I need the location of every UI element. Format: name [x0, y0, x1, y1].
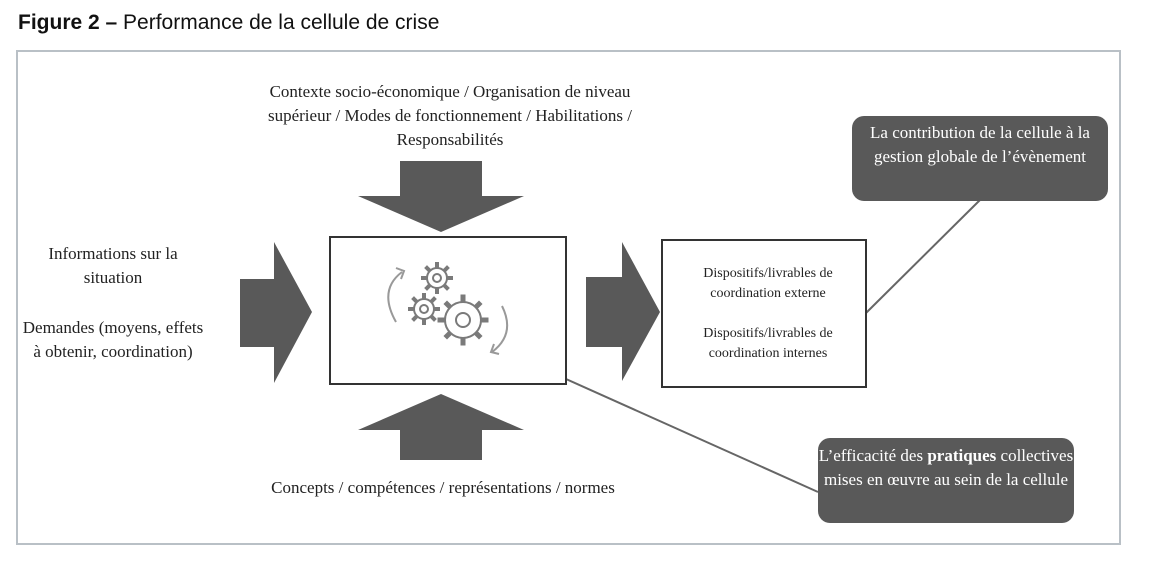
connector-line-efficacite — [565, 378, 819, 493]
callout-efficacite: L’efficacité des pratiques collectives m… — [818, 438, 1074, 523]
callout-efficacite-suffix: collectives mises en œuvre au sein de la… — [823, 446, 1074, 489]
callout-efficacite-prefix: L’efficacité des — [818, 446, 928, 465]
bottom-input-text: Concepts / compétences / représentations… — [271, 478, 615, 497]
arrow-top-input — [358, 161, 524, 232]
arrow-left-input — [240, 242, 312, 383]
arrow-bottom-input — [358, 394, 524, 460]
gears-cycle-icon — [387, 262, 509, 355]
left-input-text-informations: Informations sur la situation — [48, 244, 178, 287]
figure-label: Figure 2 – — [18, 11, 118, 34]
outputs-box — [661, 239, 867, 388]
figure-frame — [16, 50, 1121, 545]
callout-efficacite-bold: pratiques — [927, 446, 997, 465]
figure-title: Figure 2 – Performance de la cellule de … — [18, 11, 439, 35]
figure-title-text: Performance de la cellule de crise — [123, 11, 440, 34]
callout-contribution: La contribution de la cellule à la gesti… — [852, 116, 1108, 201]
arrow-output — [586, 242, 660, 381]
connector-line-contribution — [865, 197, 983, 314]
output-item-externe: Dispositifs/livrables de coordination ex… — [703, 266, 833, 301]
top-input-text: Contexte socio-économique / Organisation… — [267, 82, 632, 149]
output-item-internes: Dispositifs/livrables de coordination in… — [703, 326, 833, 361]
left-input-text-demandes: Demandes (moyens, effets à obtenir, coor… — [22, 318, 204, 361]
